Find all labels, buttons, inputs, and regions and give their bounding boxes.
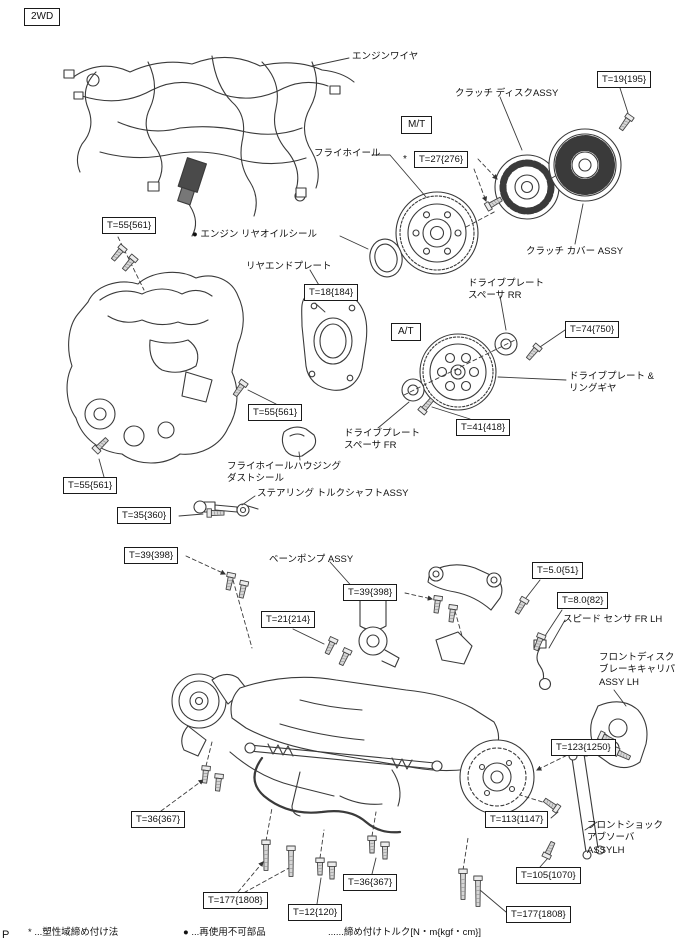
bolt-icon: [212, 773, 225, 792]
front-suspension-assembly-art: [171, 673, 535, 834]
bolt-icon: [223, 571, 237, 592]
torque-spec-t5-0: T=5.0{51}: [532, 562, 584, 580]
torque-spec-t55-a: T=55{561}: [102, 217, 157, 235]
flywheel-housing-dust-seal-art: [281, 426, 317, 457]
label-speed-sensor-fr-lh: スピード センサ FR LH: [563, 614, 663, 625]
engine-wire-art: [63, 55, 355, 237]
label-drive-plate-spacer-fr: ドライブプレート スペーサ FR: [344, 428, 421, 452]
bolt-icon: [120, 253, 139, 273]
bolt-icon: [458, 868, 468, 900]
label-flywheel-housing-dust-seal: フライホイールハウジング ダストシール: [227, 461, 342, 485]
bolt-icon: [512, 595, 530, 616]
legend-plastic-symbol: *: [28, 927, 32, 938]
torque-spec-t41: T=41{418}: [456, 419, 511, 437]
torque-spec-t36-a: T=36{367}: [131, 811, 186, 829]
bolt-icon: [286, 845, 296, 877]
torque-spec-t39-b: T=39{398}: [343, 584, 398, 602]
label-flywheel: フライホイール: [314, 148, 381, 159]
bolt-icon: [315, 857, 325, 876]
bolt-icon: [327, 861, 337, 880]
torque-spec-t74: T=74{750}: [565, 321, 620, 339]
bolt-icon: [322, 635, 339, 657]
label-drive-plate-ring-gear: ドライブプレート & リングギヤ: [569, 371, 654, 395]
torque-spec-t55-b: T=55{561}: [248, 404, 303, 422]
rear-end-plate-art: [301, 290, 368, 391]
legend-non-reusable-text: ...再使用不可部品: [188, 927, 266, 938]
torque-spec-t123: T=123{1250}: [551, 739, 616, 757]
rear-oil-seal-art: [369, 238, 403, 278]
legend-non-reusable: ● ...再使用不可部品: [183, 924, 266, 938]
legend-plastic-text: ...塑性域締め付け法: [31, 927, 119, 938]
engine-block-art: [66, 271, 244, 464]
page-marker: P: [2, 929, 10, 941]
label-front-disc-brake-caliper: フロントディスク ブレーキキャリパ ASSY LH: [599, 652, 676, 688]
drive-plate-spacer-fr-art: [401, 378, 425, 402]
torque-spec-t36-b: T=36{367}: [343, 874, 398, 892]
vane-pump-art: [358, 594, 400, 668]
bolt-icon: [524, 342, 543, 362]
label-drive-plate-spacer-rr: ドライブプレート スペーサ RR: [468, 278, 545, 302]
bolt-icon: [380, 841, 390, 860]
bolt-icon: [236, 579, 250, 600]
torque-spec-t21: T=21{214}: [261, 611, 316, 629]
label-clutch-disc: クラッチ ディスクASSY: [455, 88, 559, 99]
legend-non-reusable-symbol: ●: [183, 927, 189, 938]
flywheel-art: [395, 191, 479, 275]
torque-spec-t27: T=27{276}: [414, 151, 469, 169]
plastic-region-asterisk: *: [403, 154, 407, 165]
bolt-icon: [541, 839, 558, 861]
bolt-icon: [336, 646, 353, 668]
legend-torque-note: ......締め付けトルク[N・m{kgf・cm}]: [328, 924, 481, 938]
torque-spec-t177-b: T=177{1808}: [506, 906, 571, 924]
legend-torque-note-text: ......締め付けトルク[N・m{kgf・cm}]: [328, 927, 482, 938]
label-vane-pump: ベーンポンプ ASSY: [269, 554, 354, 565]
torque-spec-t18: T=18{184}: [304, 284, 359, 302]
label-rear-end-plate: リヤエンドプレート: [246, 261, 332, 272]
drive-plate-ring-gear-art: [419, 333, 497, 411]
legend-plastic-region: * ...塑性域締め付け法: [28, 924, 118, 938]
section-tag-at: A/T: [391, 323, 421, 341]
upper-control-arm-art: [427, 564, 503, 665]
torque-spec-t105: T=105{1070}: [516, 867, 581, 885]
bolt-icon: [616, 112, 635, 133]
label-steering-torque-shaft: ステアリング トルクシャフトASSY: [257, 488, 409, 499]
torque-spec-t12: T=12{120}: [288, 904, 343, 922]
bolt-icon: [417, 396, 436, 416]
clutch-cover-art: [548, 128, 622, 202]
torque-spec-t39-a: T=39{398}: [124, 547, 179, 565]
bolt-icon: [261, 839, 271, 871]
clutch-disc-art: [494, 154, 560, 220]
label-clutch-cover: クラッチ カバー ASSY: [526, 246, 624, 257]
bolt-icon: [431, 594, 444, 614]
torque-spec-t19: T=19{195}: [597, 71, 652, 89]
torque-spec-t8-0: T=8.0{82}: [557, 592, 609, 610]
bolt-icon: [367, 835, 377, 854]
label-front-shock-absorber: フロントショック アブソーバ ASSYLH: [587, 820, 664, 856]
section-tag-mt: M/T: [401, 116, 433, 134]
drive-type-badge: 2WD: [24, 8, 61, 26]
bolt-icon: [109, 243, 128, 263]
steering-torque-shaft-art: [193, 500, 259, 517]
torque-spec-t113: T=113{1147}: [485, 811, 549, 829]
bolts: [91, 112, 635, 907]
torque-spec-t35: T=35{360}: [117, 507, 172, 525]
torque-spec-t55-c: T=55{561}: [63, 477, 118, 495]
label-rear-oil-seal: ● エンジン リヤオイルシール: [192, 229, 318, 240]
torque-spec-t177-a: T=177{1808}: [203, 892, 268, 910]
label-engine-wire: エンジンワイヤ: [352, 51, 419, 62]
